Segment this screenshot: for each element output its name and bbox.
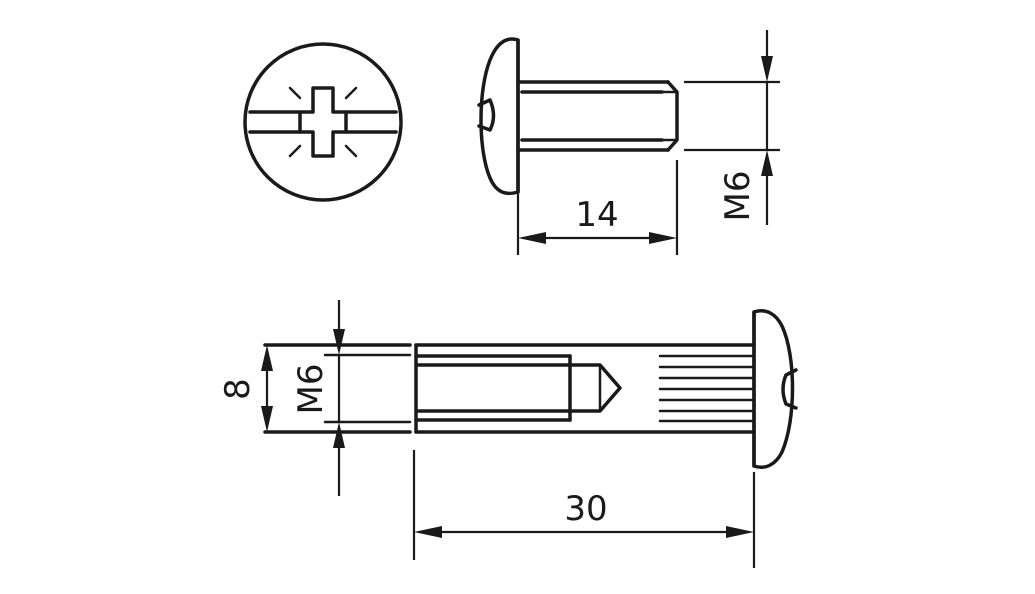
dimension-thread-diameter-top: M6	[684, 30, 780, 225]
dimension-label-30: 30	[564, 489, 607, 529]
dimension-sleeve-diameter: 8	[218, 345, 273, 432]
dimension-thread-length: 14	[516, 160, 679, 255]
dimension-label-m6-bottom: M6	[291, 364, 331, 415]
sleeve-nut-side-view	[263, 309, 798, 469]
dimension-label-14: 14	[575, 195, 618, 235]
screw-side-view	[477, 37, 679, 196]
dimension-thread-diameter-bottom: M6	[291, 300, 345, 496]
dimension-label-m6-top: M6	[718, 171, 758, 222]
dimension-sleeve-length: 30	[412, 450, 756, 568]
screw-head-top-view	[243, 42, 403, 202]
dimension-label-8: 8	[218, 378, 258, 400]
